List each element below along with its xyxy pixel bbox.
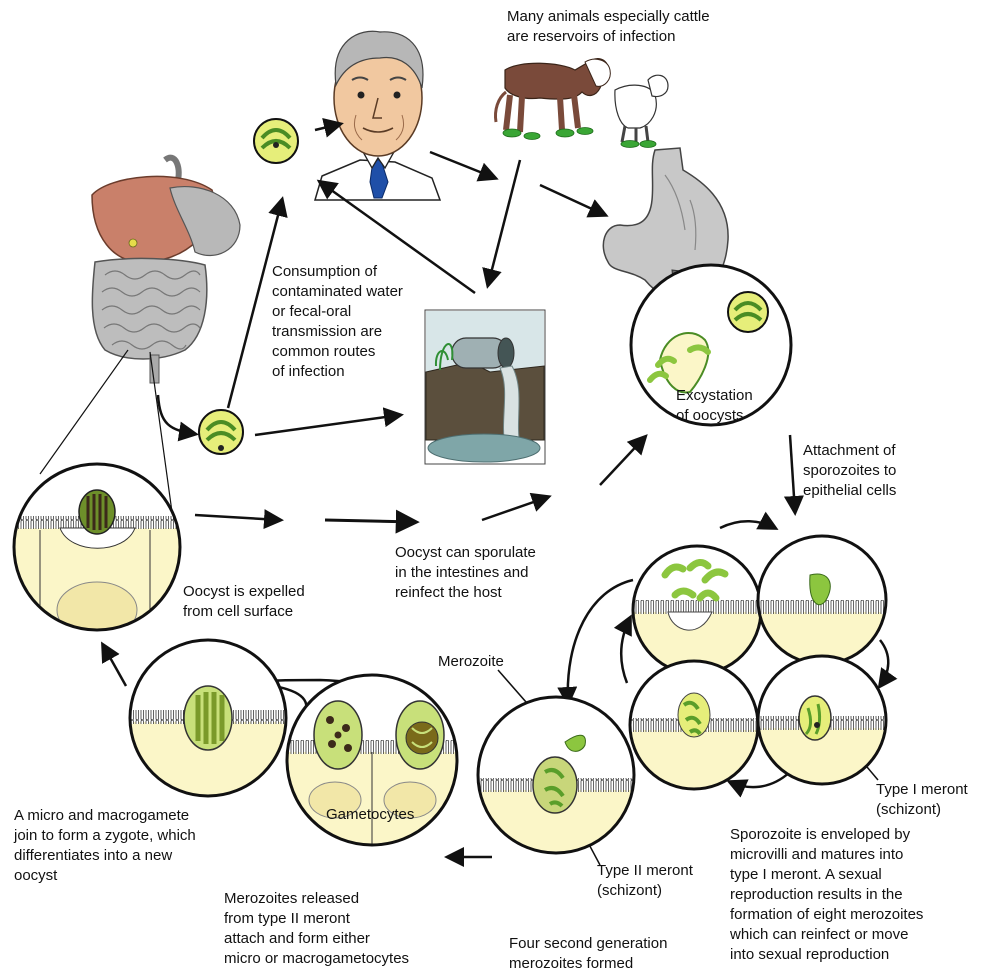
- label-gametocytes: Gametocytes: [326, 805, 414, 825]
- cattle-reservoir-illustration: [495, 59, 668, 148]
- human-host-illustration: [315, 31, 440, 200]
- intestine-shape: [92, 258, 206, 359]
- label-consumption: Consumption of contaminated water or fec…: [272, 262, 403, 382]
- label-reservoir: Many animals especially cattle are reser…: [507, 7, 710, 47]
- arrow-intestine-to-oocyst: [158, 395, 195, 434]
- label-attachment: Attachment of sporozoites to epithelial …: [803, 441, 896, 501]
- circle-type1-meront: [755, 656, 895, 788]
- circle-gametocytes: [285, 675, 460, 852]
- circle-zygote: [125, 640, 295, 802]
- arrow-expelled-3: [482, 497, 548, 520]
- circle-oocyst-expelled: [0, 464, 200, 640]
- label-oocyst-sporulate: Oocyst can sporulate in the intestines a…: [395, 543, 536, 603]
- arrow-excystation-to-attachment: [790, 435, 795, 512]
- label-sporozoite-enveloped: Sporozoite is enveloped by microvilli an…: [730, 825, 923, 965]
- contaminated-water-illustration: [425, 310, 545, 464]
- label-type2-meront: Type II meront (schizont): [597, 861, 693, 901]
- label-excystation: Excystation of oocysts: [676, 386, 753, 426]
- label-oocyst-expelled: Oocyst is expelled from cell surface: [183, 582, 305, 622]
- label-four-second-gen: Four second generation merozoites formed: [509, 934, 667, 974]
- zoom-line-left: [40, 350, 128, 474]
- arrow-expelled-1: [195, 515, 280, 520]
- arrow-expelled-2: [325, 520, 415, 522]
- arrow-zyg-to-expelled: [103, 645, 126, 686]
- arrow-oocyst-to-man: [315, 124, 340, 130]
- arrow-cattle-to-stomach: [540, 185, 605, 215]
- arrow-a4-to-a3: [730, 772, 790, 787]
- arrow-oocyst-to-water: [255, 415, 400, 435]
- circle-sporozoite-attached: [755, 536, 895, 672]
- arrow-a1-to-a2: [720, 521, 775, 528]
- label-merozoites-released: Merozoites released from type II meront …: [224, 889, 409, 969]
- arrow-a3-to-a1: [621, 618, 630, 683]
- arrow-to-excystation: [600, 437, 645, 485]
- oocyst-near-man: [254, 119, 298, 163]
- arrow-man-to-stomach: [430, 152, 495, 178]
- label-zygote: A micro and macrogamete join to form a z…: [14, 806, 196, 886]
- label-merozoite: Merozoite: [438, 652, 504, 672]
- circle-type2-meront: [470, 697, 645, 860]
- arrow-cattle-to-water: [488, 160, 520, 285]
- oocyst-from-intestine: [199, 410, 243, 454]
- arrow-a2-to-a4: [880, 640, 888, 686]
- circle-meront-releasing: [625, 661, 765, 790]
- digestive-system-illustration: [92, 158, 240, 383]
- label-type1-meront: Type I meront (schizont): [876, 780, 968, 820]
